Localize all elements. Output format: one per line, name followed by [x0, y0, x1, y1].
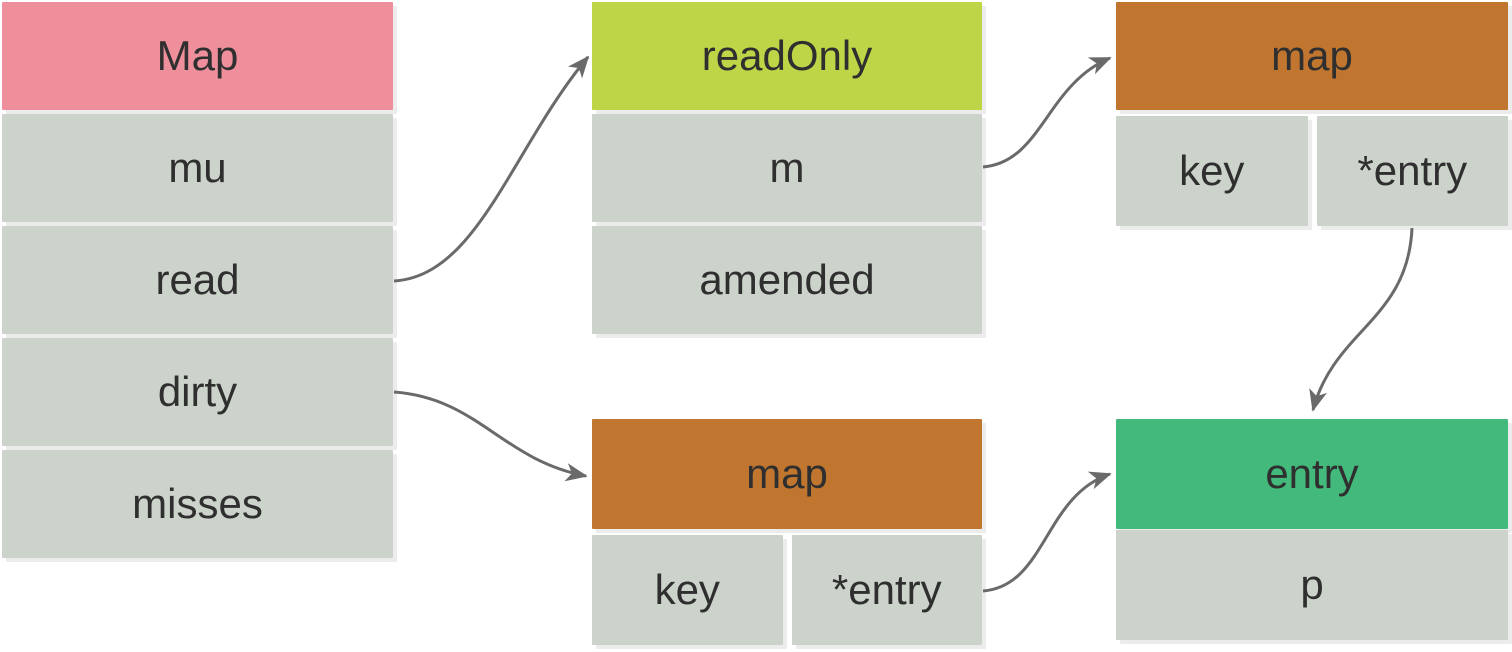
arrow-read-map-entry-to-entry	[1309, 227, 1414, 412]
field-read: read	[2, 226, 393, 334]
cell-key-read: key	[1116, 116, 1308, 226]
node-map-read-cells: key *entry	[1116, 116, 1508, 226]
node-entry-title: entry	[1265, 450, 1359, 497]
node-map-struct-header: Map	[2, 2, 393, 110]
node-readonly-header: readOnly	[592, 2, 982, 110]
node-map-dirty-cells: key *entry	[592, 535, 982, 645]
node-readonly-title: readOnly	[701, 32, 873, 79]
cell-key-dirty: key	[592, 535, 783, 645]
node-map-read-title: map	[1271, 32, 1353, 79]
node-map-dirty: map key *entry	[592, 419, 982, 645]
node-map-struct-title: Map	[156, 32, 239, 79]
arrow-dirty-map-entry-to-entry	[982, 471, 1112, 593]
field-misses: misses	[2, 450, 393, 558]
node-entry: entry p	[1116, 419, 1508, 640]
arrow-read-to-readonly	[393, 55, 590, 283]
node-readonly: readOnly m amended	[592, 2, 982, 334]
node-map-read: map key *entry	[1116, 2, 1508, 226]
arrow-dirty-to-map-dirty	[393, 390, 588, 482]
node-entry-header: entry	[1116, 419, 1508, 529]
field-mu: mu	[2, 114, 393, 222]
field-amended: amended	[592, 226, 982, 334]
field-m: m	[592, 114, 982, 222]
cell-entry-pointer-dirty: *entry	[791, 535, 982, 645]
node-map-dirty-header: map	[592, 419, 982, 529]
node-map-dirty-title: map	[746, 450, 828, 497]
arrow-m-to-map-read	[982, 56, 1112, 169]
field-dirty: dirty	[2, 338, 393, 446]
node-map-struct: Map mu read dirty misses	[2, 2, 393, 558]
field-p: p	[1116, 530, 1508, 640]
node-map-read-header: map	[1116, 2, 1508, 110]
cell-entry-pointer-read: *entry	[1316, 116, 1508, 226]
